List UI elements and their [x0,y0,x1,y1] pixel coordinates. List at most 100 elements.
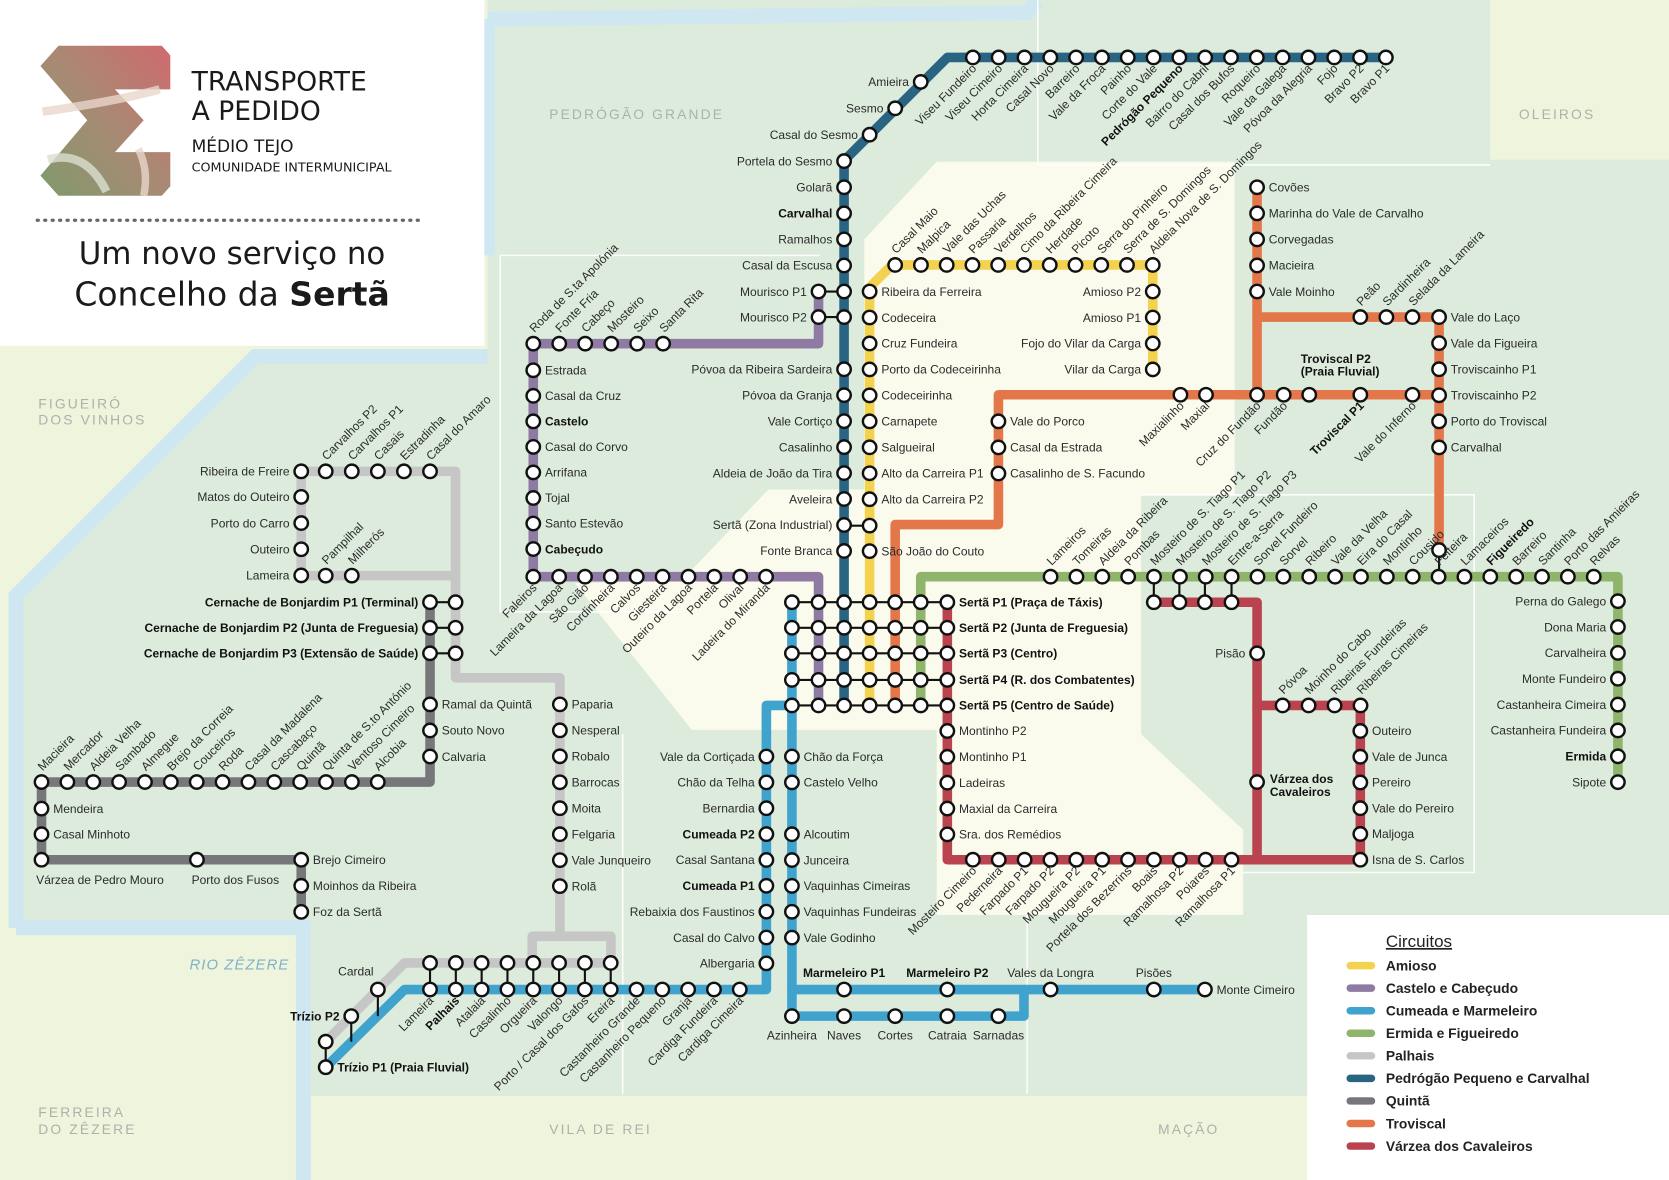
station-label-mendeira: Mendeira [53,802,103,816]
station-label-rebaixia-dos-faustinos: Rebaixia dos Faustinos [630,905,755,919]
station-marker [783,903,800,920]
legend-item-varzea-dos-cavaleiros: Várzea dos Cavaleiros [1346,1138,1533,1154]
station-marker [1171,568,1188,585]
transfer-station-marker [1196,594,1213,611]
station-marker [422,722,438,739]
station-marker [1300,49,1317,66]
station-marker [758,929,775,946]
station-label-vaquinhas-fundeiras: Vaquinhas Fundeiras [804,905,917,919]
station-label-serta-p2-junta-de-freguesia: Sertã P2 (Junta de Freguesia) [959,621,1128,635]
legend-swatch [1346,1006,1376,1015]
hub-station-marker [912,697,929,714]
town-area [574,161,1244,916]
station-marker [912,74,929,90]
station-marker [990,49,1007,66]
station-marker [1223,568,1240,585]
station-marker [1145,49,1162,66]
station-label-serta-zona-industrial: Sertã (Zona Industrial) [713,518,833,532]
station-marker [1404,568,1421,585]
station-marker [369,463,386,480]
station-marker [783,748,800,765]
brand-title-line2: A PEDIDO [192,96,321,127]
station-label-covoes: Covões [1269,181,1310,195]
station-marker [913,257,929,273]
legend-label: Pedrógão Pequeno e Carvalhal [1386,1070,1590,1086]
station-label-matos-do-outeiro: Matos do Outeiro [197,490,289,504]
station-marker [758,826,775,843]
station-label-casal-do-calvo: Casal do Calvo [673,931,755,945]
station-marker [731,981,748,998]
station-label-troviscainho-p2: Troviscainho P2 [1451,389,1537,403]
station-label-vale-do-pereiro: Vale do Pereiro [1372,801,1454,815]
station-marker [939,748,956,765]
station-marker [861,126,878,143]
station-marker [1609,593,1626,610]
station-label-arrifana: Arrifana [545,466,587,480]
station-label-montinho-p1: Montinho P1 [959,750,1027,764]
station-label-maljoga: Maljoga [1372,827,1414,841]
station-label-azinheira: Azinheira [767,1029,817,1043]
station-marker [59,774,76,790]
station-marker [1144,283,1161,300]
station-label-robalo: Robalo [572,750,610,764]
station-marker [1249,205,1266,222]
station-marker [33,851,50,868]
station-label-isna-de-s-carlos: Isna de S. Carlos [1372,853,1464,867]
station-marker [525,568,542,585]
station-marker [1068,851,1085,868]
station-marker [1171,49,1188,66]
hub-station-marker [939,645,956,662]
transfer-station-marker [1171,594,1188,611]
station-label-ermida: Ermida [1565,750,1606,764]
station-marker [1016,851,1033,868]
station-marker [1352,851,1369,868]
station-label-vale-da-figueira: Vale da Figueira [1451,336,1538,350]
transfer-station-marker [525,955,542,971]
station-marker [836,439,853,456]
station-label-porto-do-troviscal: Porto do Troviscal [1451,415,1547,429]
station-label-outeiro: Outeiro [1372,724,1412,738]
hub-station-marker [939,619,956,636]
station-label-porto-dos-fusos: Porto dos Fusos [192,873,280,887]
station-label-alto-da-carreira-p2: Alto da Carreira P2 [881,492,984,506]
station-marker [939,723,956,739]
station-marker [783,877,800,894]
station-marker [1456,568,1473,585]
station-label-ladeiras: Ladeiras [959,776,1005,790]
transporte-a-pedido-logo [40,45,171,197]
station-label-vilar-da-carga: Vilar da Carga [1064,363,1141,377]
station-label-pisao: Pisão [1215,647,1245,661]
river-zezere [8,0,1044,1180]
station-label-moita: Moita [572,801,602,815]
station-marker [1146,851,1162,868]
station-marker [1068,49,1085,66]
station-marker [577,335,594,352]
station-label-vale-junqueiro: Vale Junqueiro [572,853,652,867]
station-label-felgaria: Felgaria [572,827,616,841]
station-label-casal-da-escusa: Casal da Escusa [742,259,832,273]
station-marker [964,851,981,868]
hub-station-marker [939,671,956,688]
route-segment [527,931,616,968]
station-marker [1223,49,1239,66]
station-marker [1301,386,1318,403]
transfer-station-marker [551,955,568,971]
station-marker [525,490,542,506]
station-marker [810,283,827,300]
station-marker [188,774,205,790]
station-marker [990,257,1007,273]
station-label-cumeada-p2: Cumeada P2 [683,827,755,841]
station-marker [551,878,568,895]
hub-station-marker [810,594,827,611]
station-marker [1431,413,1448,430]
station-label-santo-estevao: Santo Estevão [545,517,623,531]
station-label-cortes: Cortes [877,1029,912,1043]
station-marker [861,439,878,456]
station-label-cardal: Cardal [338,965,373,979]
hub-station-marker [861,697,878,714]
station-marker [1609,644,1626,661]
hub-station-marker [887,645,904,662]
station-marker [628,568,645,585]
station-marker [1353,568,1369,585]
